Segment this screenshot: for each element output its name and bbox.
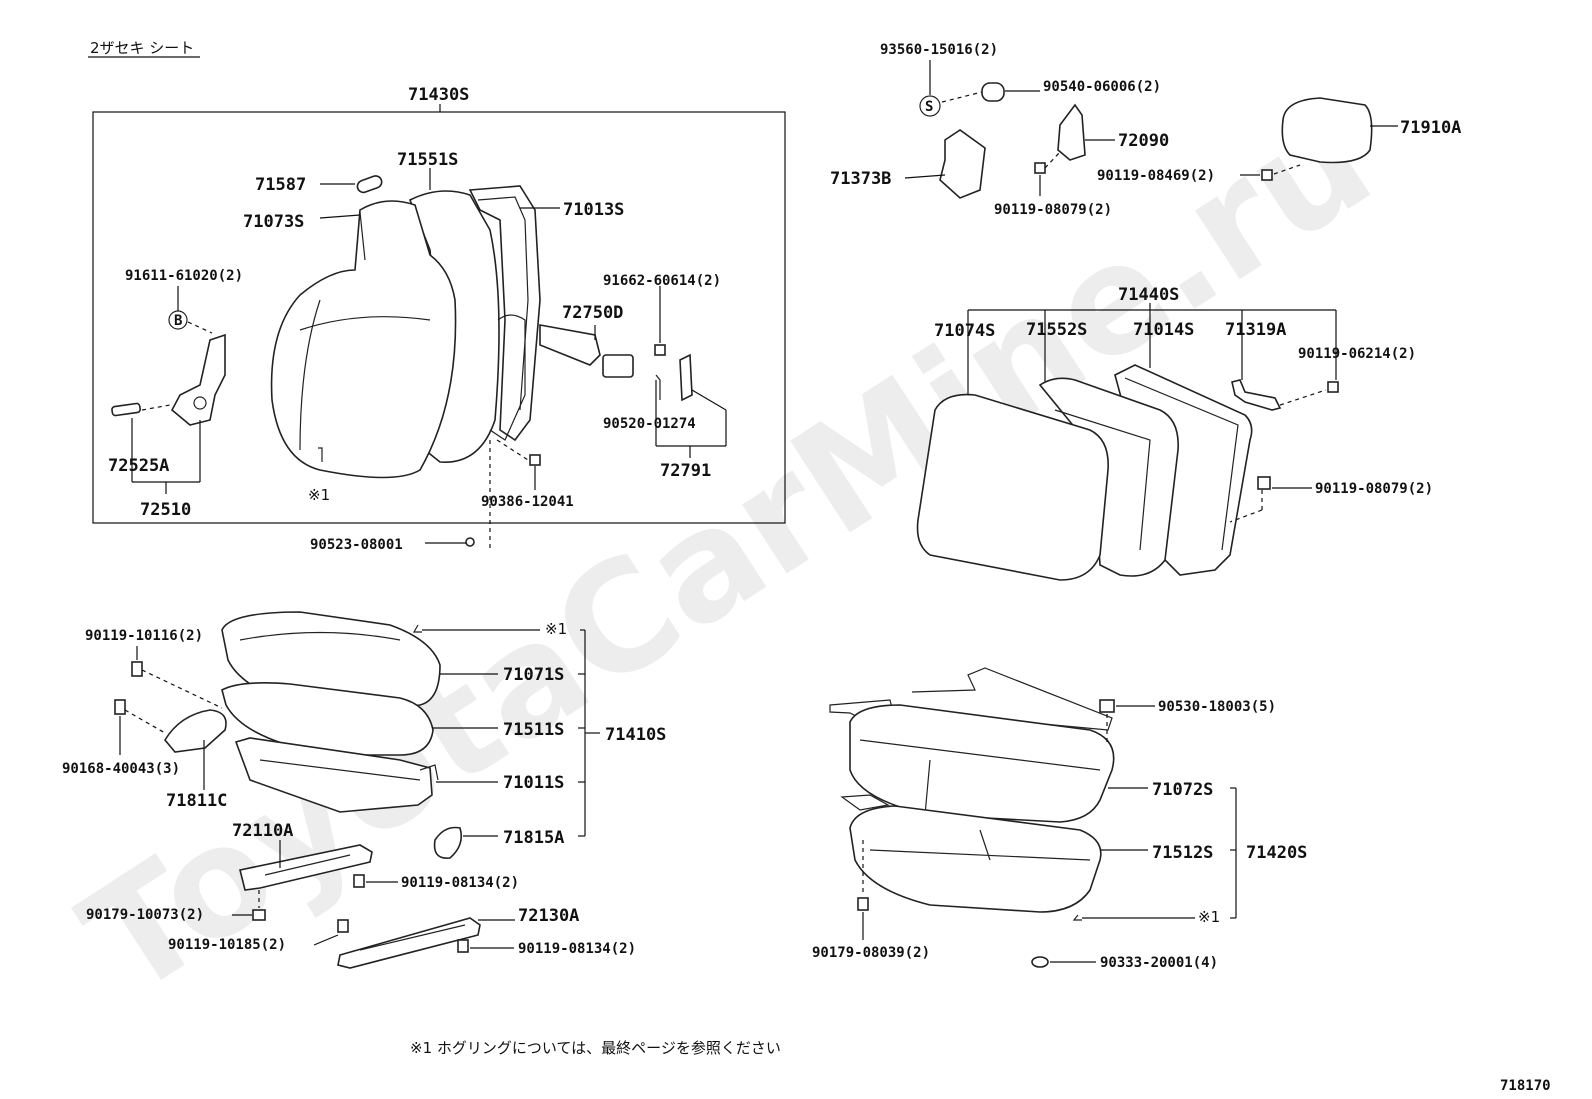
label-71430S[interactable]: 71430S	[408, 85, 469, 105]
label-91662-60614[interactable]: 91662-60614(2)	[603, 273, 721, 289]
label-90179-10073[interactable]: 90179-10073(2)	[86, 907, 204, 923]
circle-B: B	[174, 313, 182, 329]
label-72525A[interactable]: 72525A	[108, 456, 169, 476]
label-71014S[interactable]: 71014S	[1133, 320, 1194, 340]
label-71073S[interactable]: 71073S	[243, 212, 304, 232]
label-71072S[interactable]: 71072S	[1152, 780, 1213, 800]
diagram-id: 718170	[1500, 1078, 1551, 1094]
rear-seatback-group: 71440S 71074S 71552S 71014S 71319A 90119…	[916, 285, 1433, 581]
label-90168-40043[interactable]: 90168-40043(3)	[62, 761, 180, 777]
label-71815A[interactable]: 71815A	[503, 828, 564, 848]
label-71512S[interactable]: 71512S	[1152, 843, 1213, 863]
label-90520-01274[interactable]: 90520-01274	[603, 416, 696, 432]
label-71551S[interactable]: 71551S	[397, 150, 458, 170]
label-71373B[interactable]: 71373B	[830, 169, 891, 189]
label-71587[interactable]: 71587	[255, 175, 306, 195]
label-71011S[interactable]: 71011S	[503, 773, 564, 793]
label-71811C[interactable]: 71811C	[166, 791, 227, 811]
label-90119-08134-a[interactable]: 90119-08134(2)	[401, 875, 519, 891]
label-72750D[interactable]: 72750D	[562, 303, 623, 323]
label-93560-15016[interactable]: 93560-15016(2)	[880, 42, 998, 58]
label-72090[interactable]: 72090	[1118, 131, 1169, 151]
label-90119-08134-b[interactable]: 90119-08134(2)	[518, 941, 636, 957]
label-90540-06006[interactable]: 90540-06006(2)	[1043, 79, 1161, 95]
label-90119-10116[interactable]: 90119-10116(2)	[85, 628, 203, 644]
label-90119-08469[interactable]: 90119-08469(2)	[1097, 168, 1215, 184]
label-91611-61020[interactable]: 91611-61020(2)	[125, 268, 243, 284]
label-90119-10185[interactable]: 90119-10185(2)	[168, 937, 286, 953]
note-ref-1b: ※1	[545, 620, 567, 638]
seatback-assembly-group: 71430S 71587 71551S 71073S 71013S B 9161…	[92, 85, 786, 553]
label-90119-06214[interactable]: 90119-06214(2)	[1298, 346, 1416, 362]
label-90386-12041[interactable]: 90386-12041	[481, 494, 574, 510]
label-90523-08001[interactable]: 90523-08001	[310, 537, 403, 553]
label-71410S[interactable]: 71410S	[605, 725, 666, 745]
circle-S: S	[925, 99, 933, 115]
rear-cushion-group: 90530-18003(5) 71072S 71512S ※1 71420S 9…	[812, 667, 1307, 971]
label-71074S[interactable]: 71074S	[934, 321, 995, 341]
note-ref-1c: ※1	[1198, 908, 1220, 926]
label-71440S[interactable]: 71440S	[1118, 285, 1179, 305]
label-71910A[interactable]: 71910A	[1400, 118, 1461, 138]
hinge-headrest-group: 93560-15016(2) S 90540-06006(2) 72090 90…	[830, 42, 1461, 218]
label-72110A[interactable]: 72110A	[232, 821, 293, 841]
label-71071S[interactable]: 71071S	[503, 665, 564, 685]
note-ref-1a: ※1	[308, 486, 330, 504]
section-title: 2ザセキ シート	[90, 39, 194, 57]
label-71511S[interactable]: 71511S	[503, 720, 564, 740]
label-90119-08079-a[interactable]: 90119-08079(2)	[994, 202, 1112, 218]
label-90333-20001[interactable]: 90333-20001(4)	[1100, 955, 1218, 971]
label-90179-08039[interactable]: 90179-08039(2)	[812, 945, 930, 961]
label-71552S[interactable]: 71552S	[1026, 320, 1087, 340]
label-72130A[interactable]: 72130A	[518, 906, 579, 926]
front-cushion-group: 71071S 90119-10116(2) ※1 71511S 71011S 7…	[62, 611, 666, 969]
label-90530-18003[interactable]: 90530-18003(5)	[1158, 699, 1276, 715]
label-90119-08079-b[interactable]: 90119-08079(2)	[1315, 481, 1433, 497]
label-72510[interactable]: 72510	[140, 500, 191, 520]
label-72791[interactable]: 72791	[660, 461, 711, 481]
label-71319A[interactable]: 71319A	[1225, 320, 1286, 340]
label-71013S[interactable]: 71013S	[563, 200, 624, 220]
footnote: ※1 ホグリングについては、最終ページを参照ください	[410, 1039, 781, 1057]
label-71420S[interactable]: 71420S	[1246, 843, 1307, 863]
